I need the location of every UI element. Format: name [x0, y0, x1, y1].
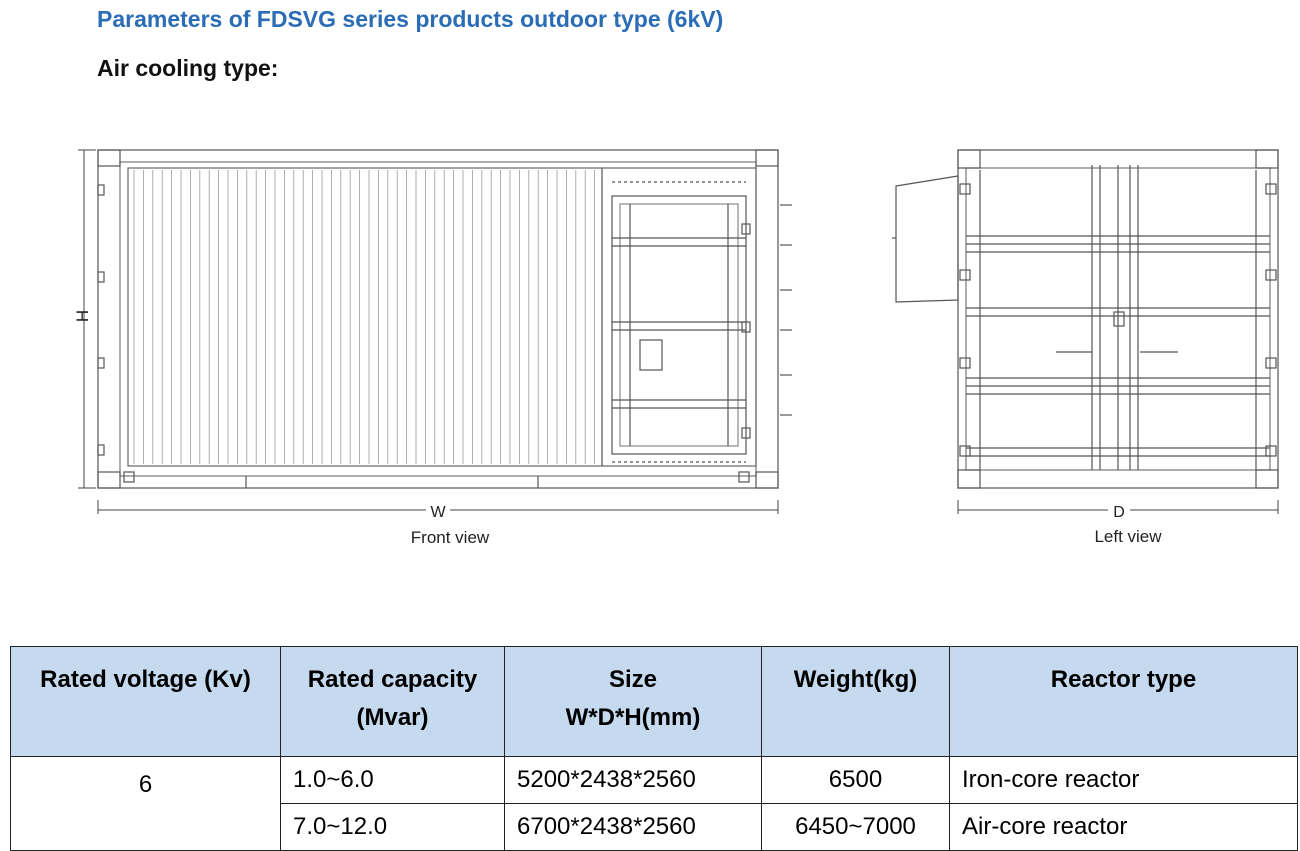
spec-table: Rated voltage (Kv) Rated capacity(Mvar) …	[10, 646, 1298, 851]
weight-cell: 6500	[761, 756, 950, 804]
reactor-cell: Air-core reactor	[949, 803, 1298, 851]
size-cell: 6700*2438*2560	[504, 803, 762, 851]
left-view-drawing	[892, 149, 1279, 489]
left-view-dimensions	[957, 500, 1279, 514]
capacity-cell: 1.0~6.0	[280, 756, 505, 804]
section-subtitle: Air cooling type:	[97, 55, 279, 81]
front-view-caption: Front view	[411, 528, 490, 547]
table-row: 6 1.0~6.0 5200*2438*2560 6500 Iron-core …	[10, 756, 1298, 851]
weight-cell: 6450~7000	[761, 803, 950, 851]
capacity-cell: 7.0~12.0	[280, 803, 505, 851]
front-view-drawing	[97, 149, 792, 489]
depth-label: D	[1113, 504, 1125, 521]
height-label: H	[73, 310, 92, 322]
header-reactor-type: Reactor type	[949, 646, 1298, 757]
container-drawings: H W Front view	[73, 149, 1279, 547]
header-rated-capacity: Rated capacity(Mvar)	[280, 646, 505, 757]
header-rated-voltage: Rated voltage (Kv)	[10, 646, 281, 757]
header-weight: Weight(kg)	[761, 646, 950, 757]
page-title: Parameters of FDSVG series products outd…	[97, 6, 724, 32]
front-view-dimensions	[78, 149, 779, 514]
size-cell: 5200*2438*2560	[504, 756, 762, 804]
width-label: W	[430, 504, 446, 521]
reactor-cell: Iron-core reactor	[949, 756, 1298, 804]
table-header-row: Rated voltage (Kv) Rated capacity(Mvar) …	[10, 646, 1298, 757]
left-view-caption: Left view	[1094, 527, 1162, 546]
voltage-cell: 6	[10, 756, 281, 851]
